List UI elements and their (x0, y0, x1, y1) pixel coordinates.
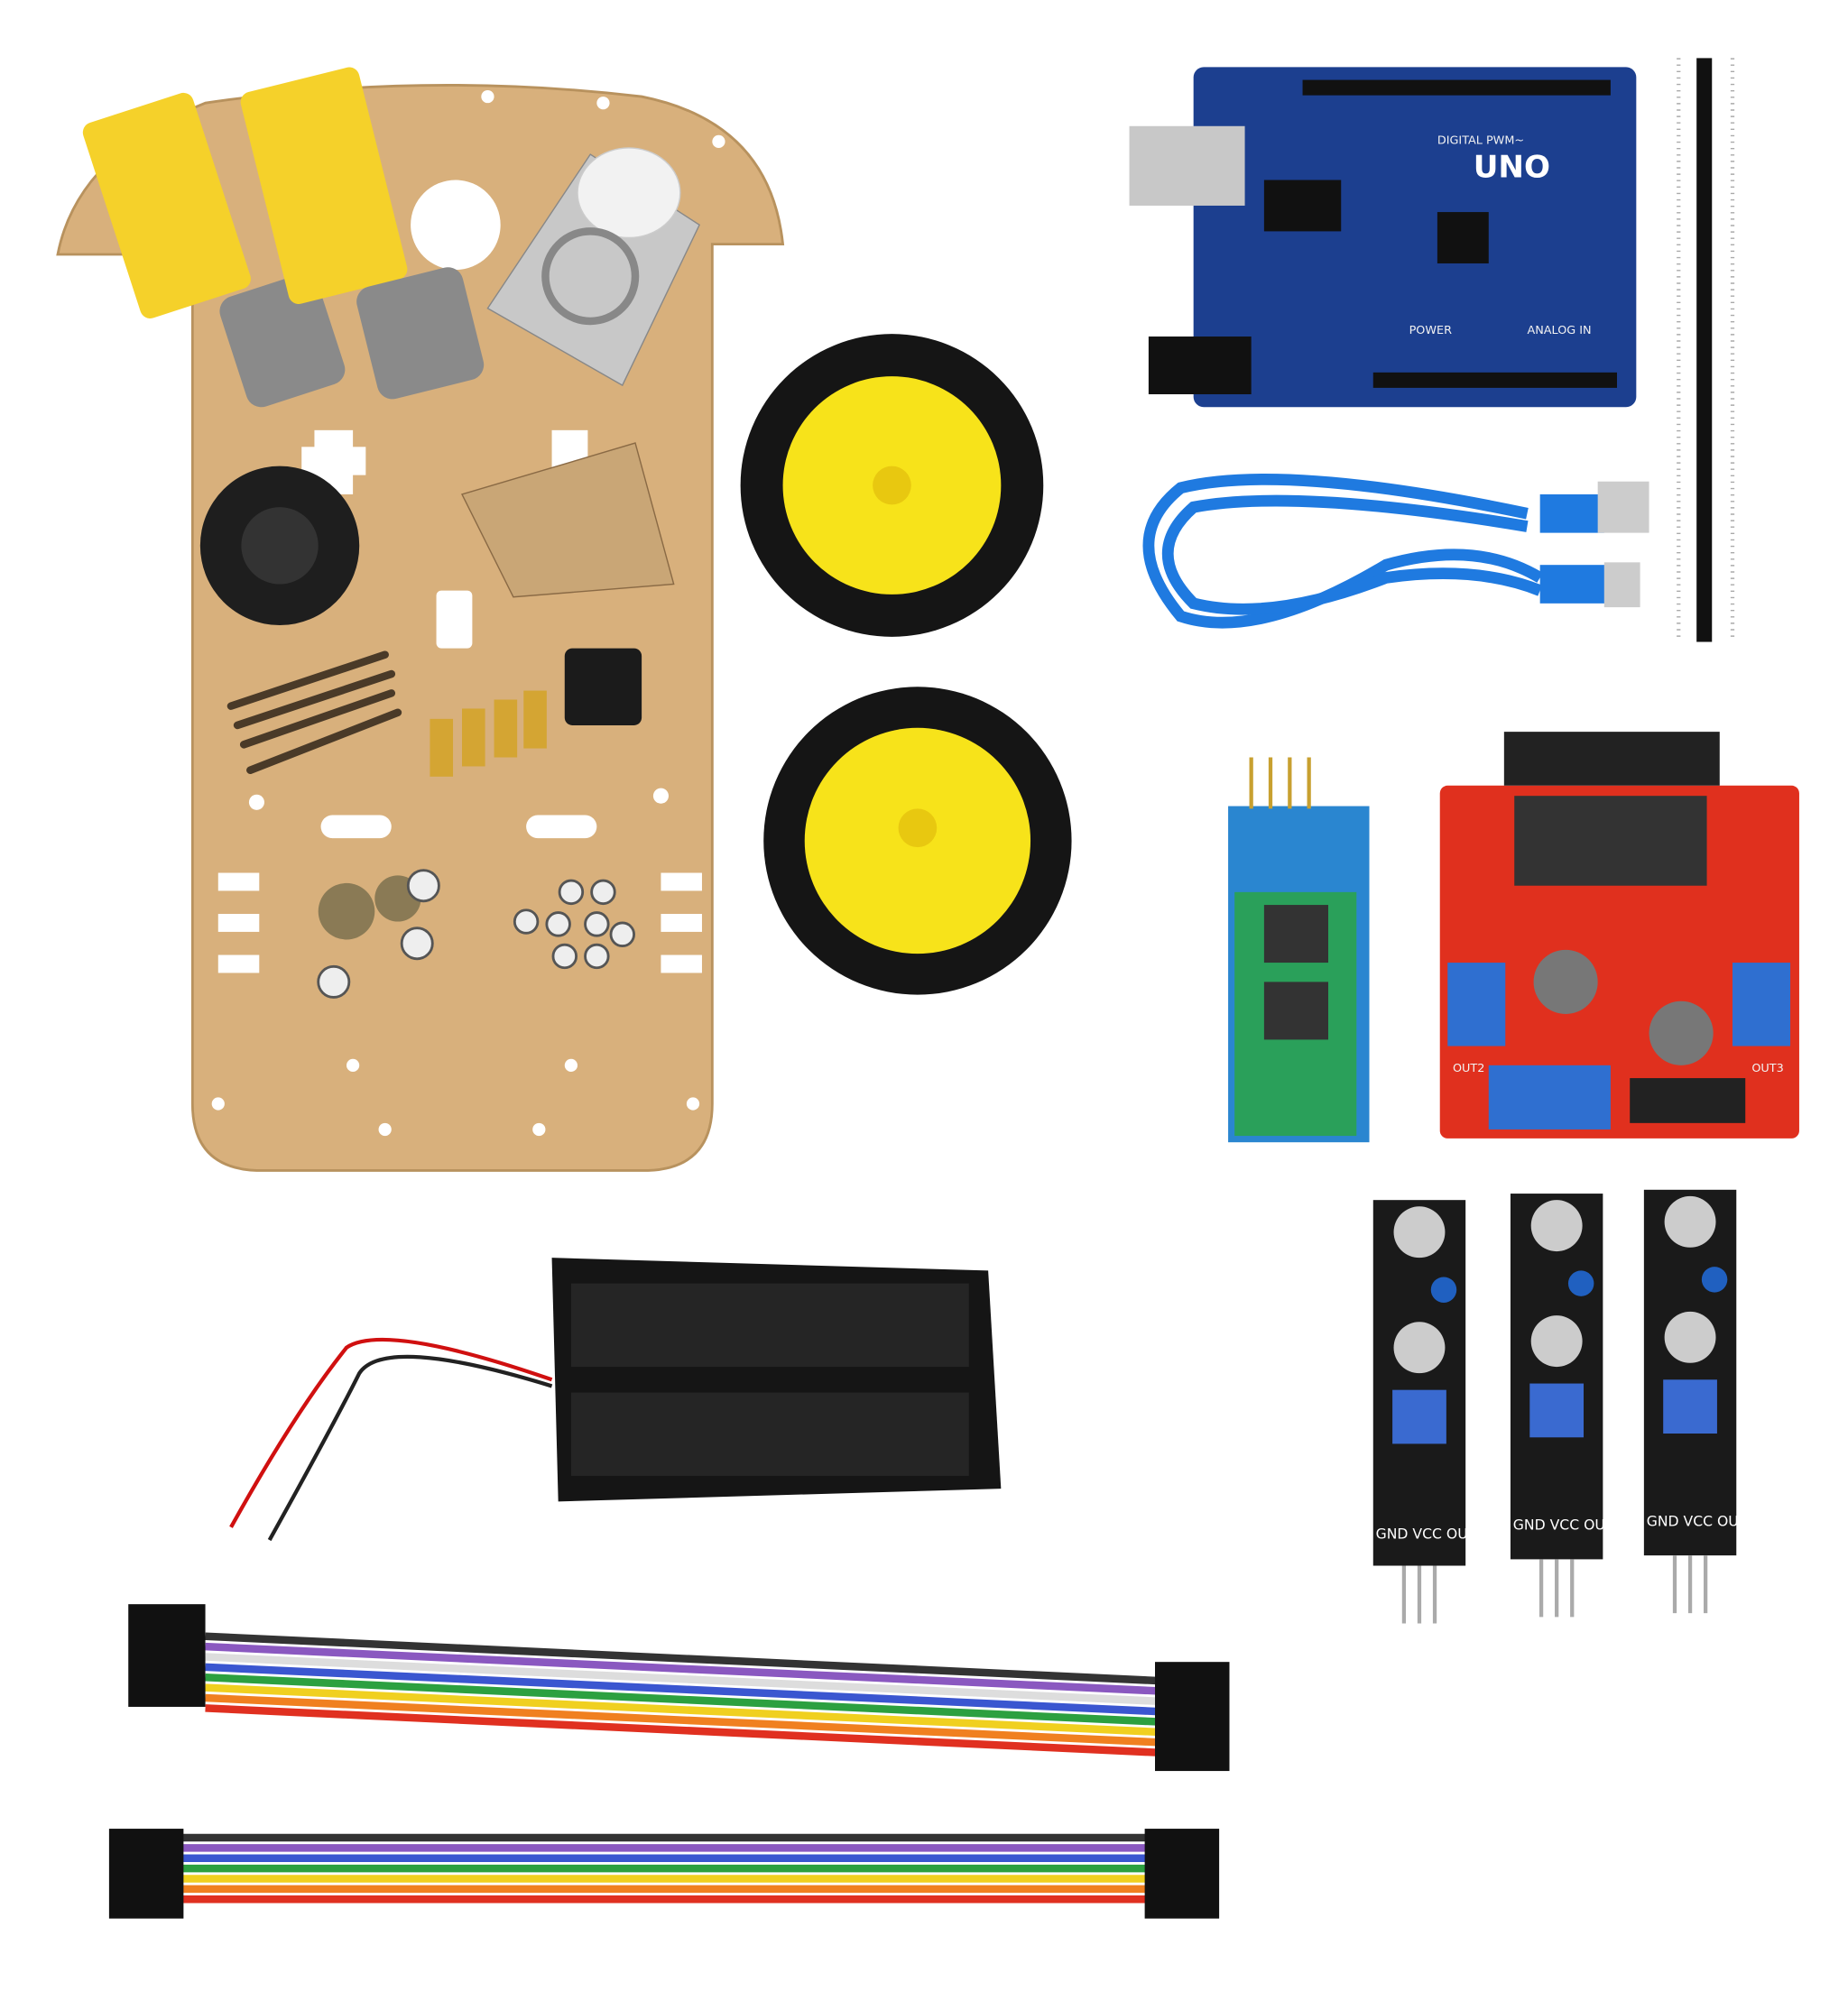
ir-sensor-1: GND VCC OUT (1372, 1200, 1477, 1624)
analog-label: ANALOG IN (1527, 324, 1591, 337)
gear-motor-left (82, 92, 346, 408)
l298n-motor-driver: OUT2 OUT3 (1439, 732, 1799, 1139)
wheel-top (740, 334, 1044, 637)
gear-motor-right (240, 67, 485, 400)
out2-label: OUT2 (1453, 1062, 1484, 1075)
encoder-disc (199, 466, 360, 626)
screws-and-spacers (226, 648, 642, 999)
power-label: POWER (1409, 324, 1453, 337)
out3-label: OUT3 (1751, 1062, 1783, 1075)
usb-cable (1142, 473, 1649, 629)
battery-holder (229, 1258, 1002, 1542)
ir-sensors: GND VCC OUT GND VCC OUT GND VCC OUT (1372, 1189, 1748, 1624)
digital-label: DIGITAL PWM~ (1437, 134, 1524, 148)
ir-sensor-3: GND VCC OUT (1643, 1189, 1748, 1614)
pin-label: GND VCC OUT (1647, 1512, 1748, 1529)
pin-label: GND VCC OUT (1513, 1517, 1614, 1534)
bluetooth-module (1228, 757, 1370, 1143)
jumper-wires-female (128, 1604, 1230, 1772)
ir-sensor-2: GND VCC OUT (1510, 1194, 1614, 1618)
motor-brackets (460, 442, 675, 598)
pin-header-strip (1677, 58, 1735, 642)
jumper-wires-male (108, 1829, 1220, 1919)
wheel-bottom (763, 687, 1072, 995)
caster-wheel (486, 147, 701, 387)
arduino-uno-board: UNO DIGITAL PWM~ POWER ANALOG IN (1129, 67, 1637, 408)
pin-label: GND VCC OUT (1376, 1526, 1477, 1543)
board-model-label: UNO (1474, 150, 1550, 186)
switch (564, 648, 642, 725)
